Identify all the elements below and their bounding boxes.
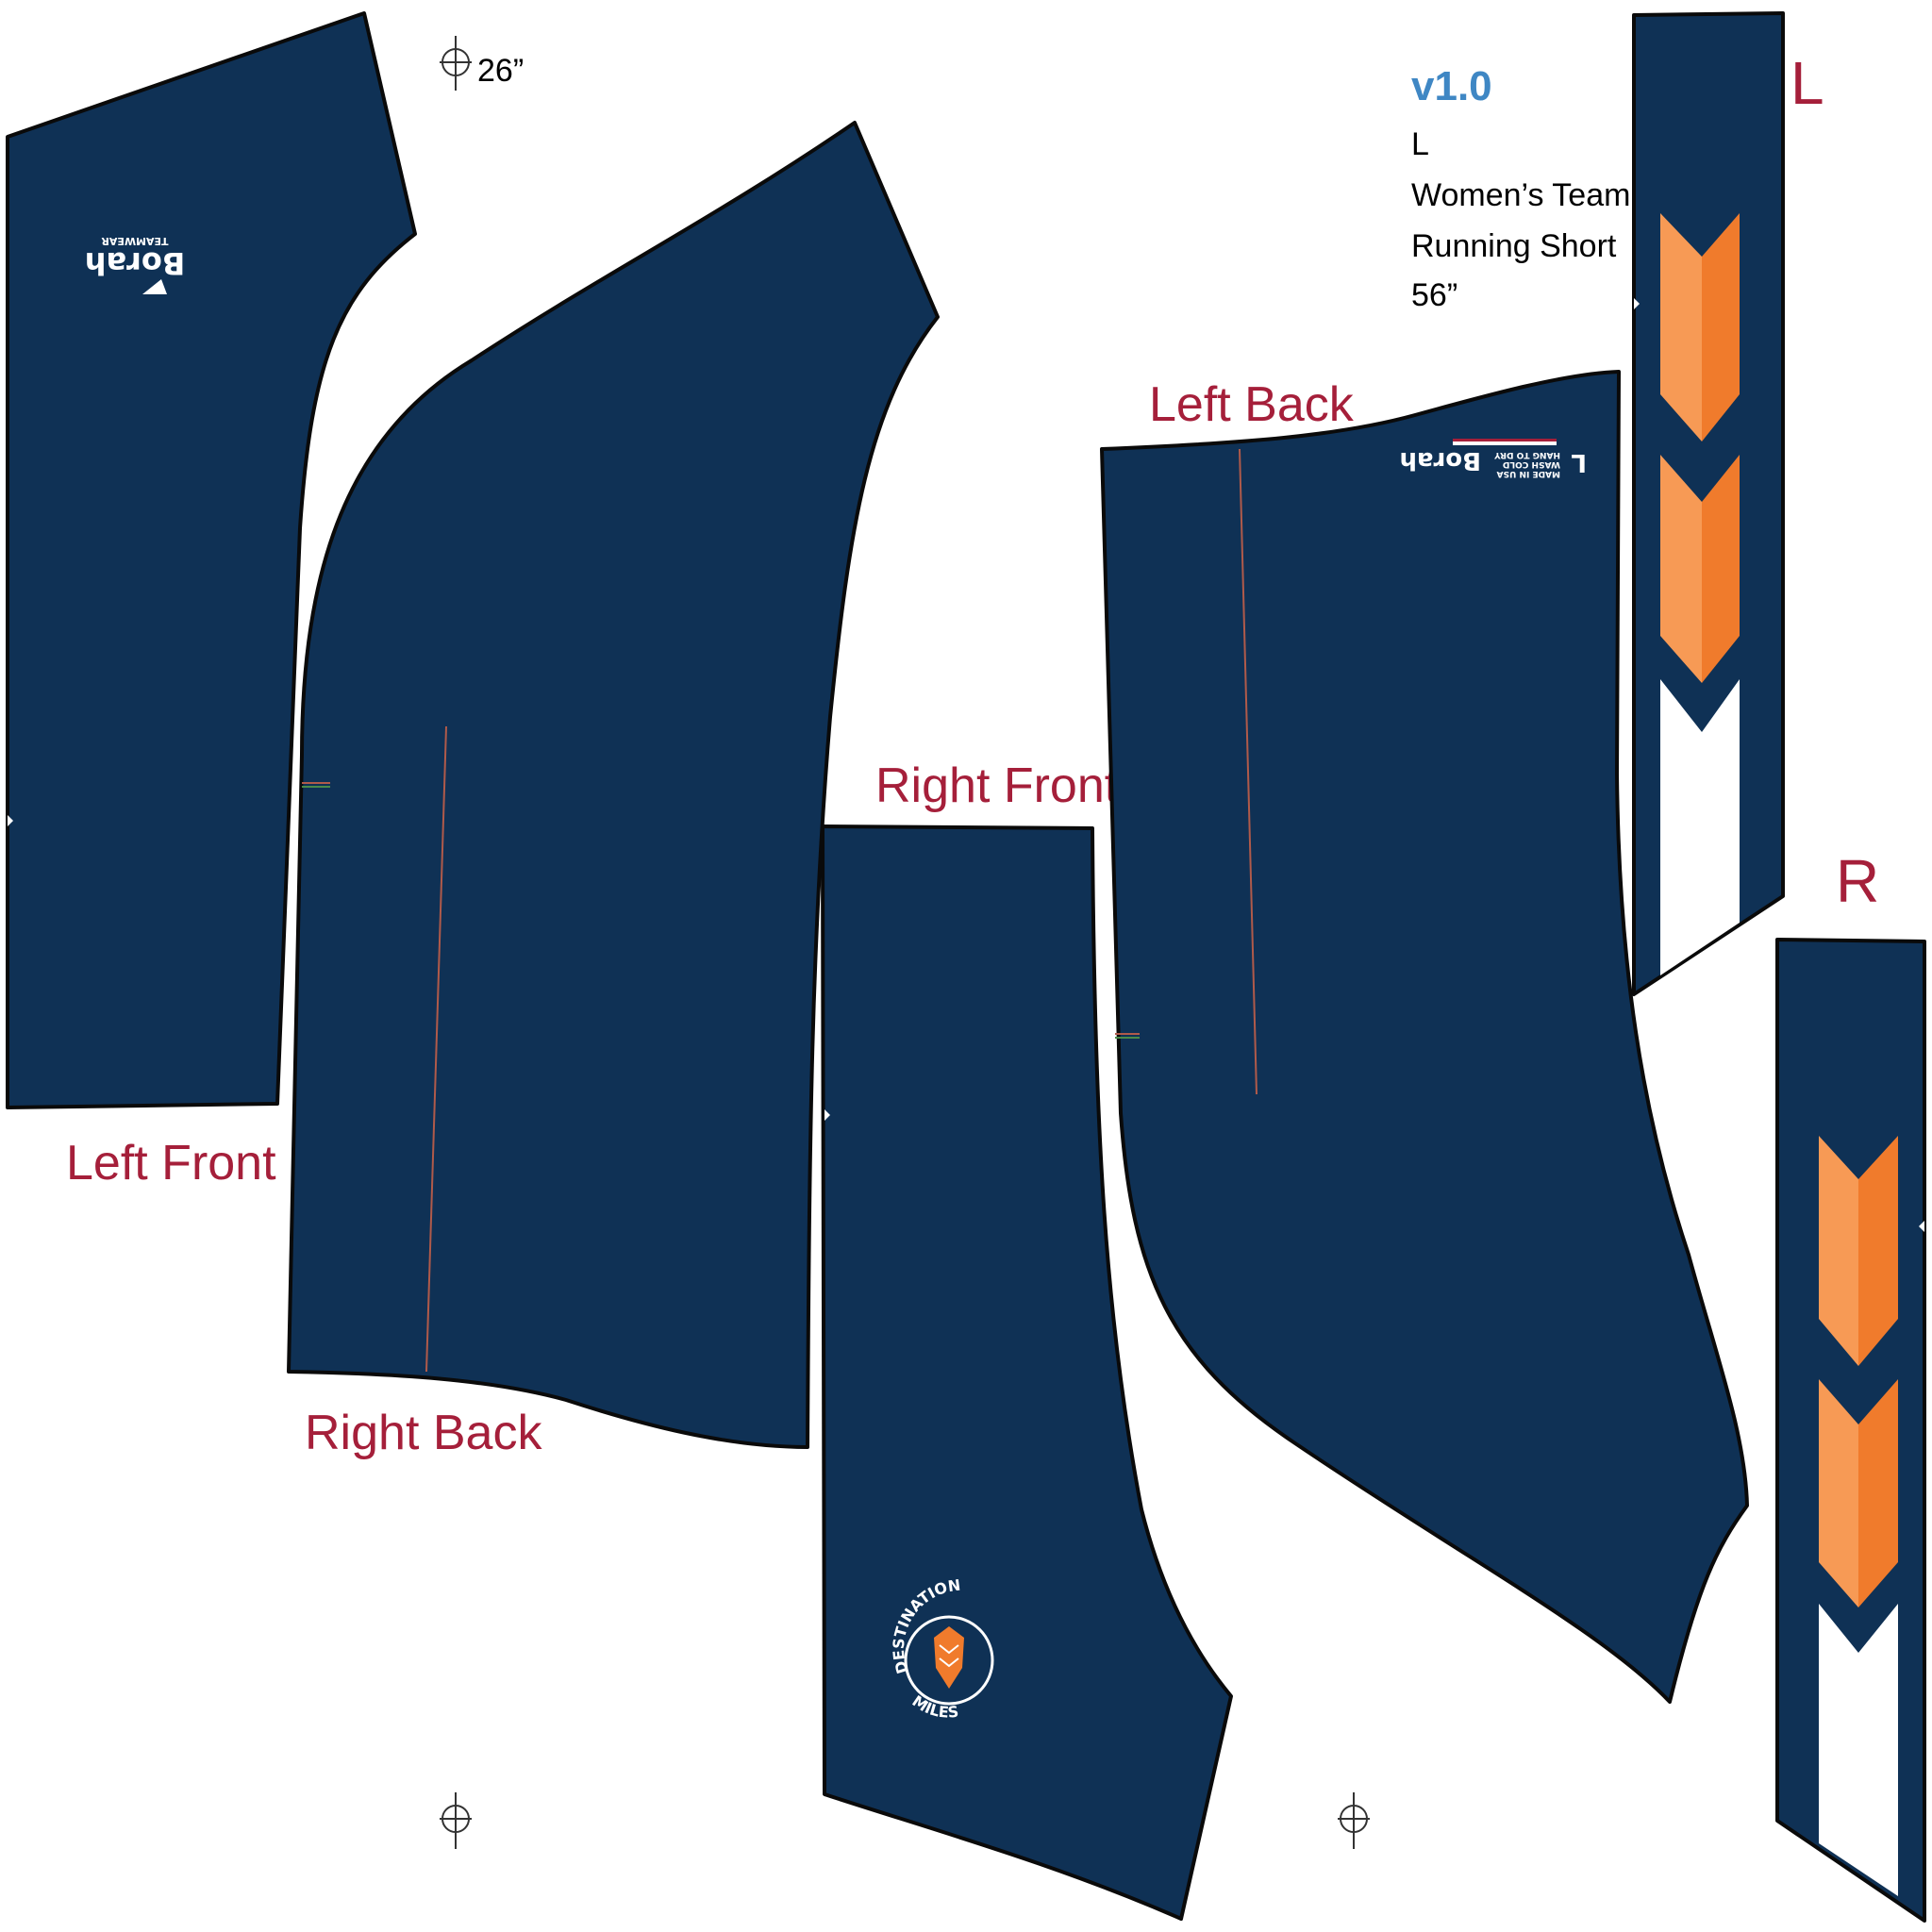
right-back-label: Right Back xyxy=(305,1406,542,1460)
total-width-label: 56” xyxy=(1411,277,1457,313)
version-label: v1.0 xyxy=(1411,63,1492,109)
spec-block: v1.0 L Women’s Team Running Short 56” xyxy=(1411,63,1630,313)
borah-logo-icon: Borah TEAMWEAR xyxy=(85,235,186,294)
right-front-label: Right Front xyxy=(875,758,1119,813)
svg-text:TEAMWEAR: TEAMWEAR xyxy=(101,235,169,247)
product-name-line1: Women’s Team xyxy=(1411,177,1630,213)
borah-size-tag-icon: Borah MADE IN USA WASH COLD HANG TO DRY … xyxy=(1399,439,1587,478)
left-back-piece: Borah MADE IN USA WASH COLD HANG TO DRY … xyxy=(1100,370,1749,1704)
svg-text:Borah: Borah xyxy=(85,245,186,281)
svg-text:Borah: Borah xyxy=(1399,446,1481,475)
chevron-icon xyxy=(1660,213,1740,441)
registration-mark-top xyxy=(440,36,472,91)
width-mark-label: 26” xyxy=(477,53,524,89)
left-front-label: Left Front xyxy=(66,1136,276,1191)
right-front-piece: DESTINATION MILES xyxy=(821,824,1233,1921)
svg-text:L: L xyxy=(1571,448,1587,476)
stripe-white-icon xyxy=(1819,1604,1898,1896)
left-panel-label: L xyxy=(1790,49,1824,117)
left-front-piece: Borah TEAMWEAR xyxy=(6,11,417,1109)
product-name-line2: Running Short xyxy=(1411,228,1617,264)
right-side-panel xyxy=(1775,938,1926,1923)
svg-text:HANG TO DRY: HANG TO DRY xyxy=(1494,450,1560,459)
registration-mark-bottom-right xyxy=(1338,1792,1370,1849)
size-label: L xyxy=(1411,126,1429,162)
svg-text:MADE IN USA: MADE IN USA xyxy=(1497,469,1560,478)
stripe-white-icon xyxy=(1660,679,1740,975)
svg-text:WASH COLD: WASH COLD xyxy=(1503,459,1560,469)
chevron-icon xyxy=(1660,455,1740,683)
chevron-icon xyxy=(1819,1379,1898,1607)
right-panel-label: R xyxy=(1836,847,1879,915)
registration-mark-bottom-left xyxy=(440,1792,472,1849)
left-back-label: Left Back xyxy=(1149,377,1355,432)
left-side-panel xyxy=(1632,11,1785,996)
chevron-icon xyxy=(1819,1136,1898,1366)
right-back-piece xyxy=(287,121,940,1449)
